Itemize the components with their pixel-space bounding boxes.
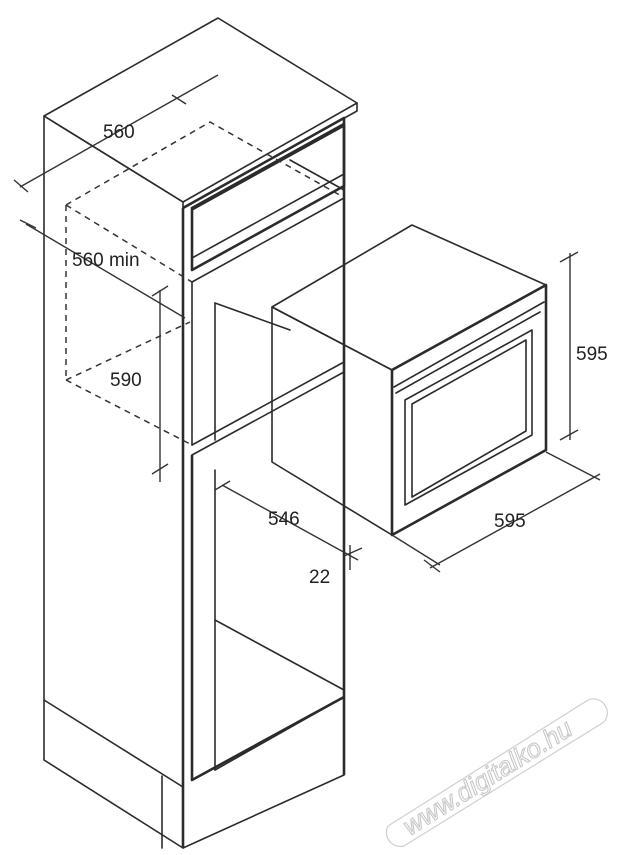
dim-extension bbox=[545, 451, 601, 481]
dashed-cutout bbox=[65, 121, 346, 446]
dim-tick bbox=[423, 559, 441, 573]
label-oven-width: 595 bbox=[494, 511, 526, 532]
plinth-top-line bbox=[43, 699, 184, 788]
cutout-bottom-front bbox=[65, 379, 193, 446]
niche-bottom-edge bbox=[191, 361, 345, 446]
label-oven-depth: 546 bbox=[268, 509, 300, 530]
cabinet-top bbox=[43, 17, 358, 203]
dim-line-560-min bbox=[25, 223, 186, 319]
dimension-lines bbox=[13, 74, 601, 573]
dimension-labels: 560 560 min 590 546 22 595 595 bbox=[72, 122, 608, 588]
dim-tick bbox=[214, 480, 231, 491]
cutout-top-front bbox=[65, 204, 193, 283]
dim-line-595-width bbox=[429, 473, 601, 569]
cutout-bottom-back bbox=[65, 321, 191, 381]
dim-tick bbox=[171, 94, 187, 105]
dim-tick bbox=[343, 547, 363, 557]
label-niche-height: 590 bbox=[110, 370, 142, 391]
lower-compartment-floor bbox=[214, 619, 345, 691]
dim-line-546 bbox=[221, 484, 359, 561]
oven-door-inner bbox=[411, 339, 527, 498]
lower-compartment-frame bbox=[190, 455, 345, 782]
oven-side bbox=[271, 306, 393, 536]
lower-compartment-bottom bbox=[214, 696, 345, 771]
dim-tick bbox=[151, 463, 169, 475]
niche-top-edge bbox=[191, 197, 345, 283]
oven-door-window bbox=[404, 329, 533, 506]
dim-extension bbox=[391, 534, 441, 566]
lower-compartment-top bbox=[191, 371, 345, 456]
tall-cabinet bbox=[43, 17, 358, 849]
plinth-bottom bbox=[182, 699, 345, 849]
watermark-badge bbox=[385, 698, 608, 848]
cabinet-side-panel bbox=[43, 115, 184, 849]
dim-tick bbox=[559, 429, 579, 441]
built-in-oven bbox=[271, 224, 548, 537]
upper-compartment-top bbox=[191, 125, 345, 211]
dim-tick bbox=[151, 285, 169, 297]
oven-front bbox=[390, 283, 548, 537]
upper-compartment-shelf bbox=[191, 173, 345, 259]
watermark: www.digitalko.hu bbox=[385, 698, 608, 848]
watermark-text: www.digitalko.hu bbox=[397, 713, 577, 841]
drawer-panel bbox=[190, 122, 346, 272]
cutout-top-back bbox=[65, 121, 346, 206]
dim-tick bbox=[13, 179, 29, 193]
dim-line-560 bbox=[19, 74, 219, 188]
dim-tick bbox=[559, 251, 579, 263]
label-cabinet-depth: 560 min bbox=[72, 250, 140, 271]
label-cabinet-width: 560 bbox=[103, 122, 135, 143]
oven-control-strip bbox=[393, 301, 545, 388]
niche-inner-top bbox=[214, 302, 291, 331]
label-oven-height: 595 bbox=[576, 344, 608, 365]
dim-tick bbox=[19, 219, 37, 229]
oven-top bbox=[271, 224, 547, 371]
oven-control-strip-lower bbox=[395, 311, 541, 394]
upper-compartment-back bbox=[289, 159, 345, 191]
label-front-depth: 22 bbox=[309, 567, 330, 588]
